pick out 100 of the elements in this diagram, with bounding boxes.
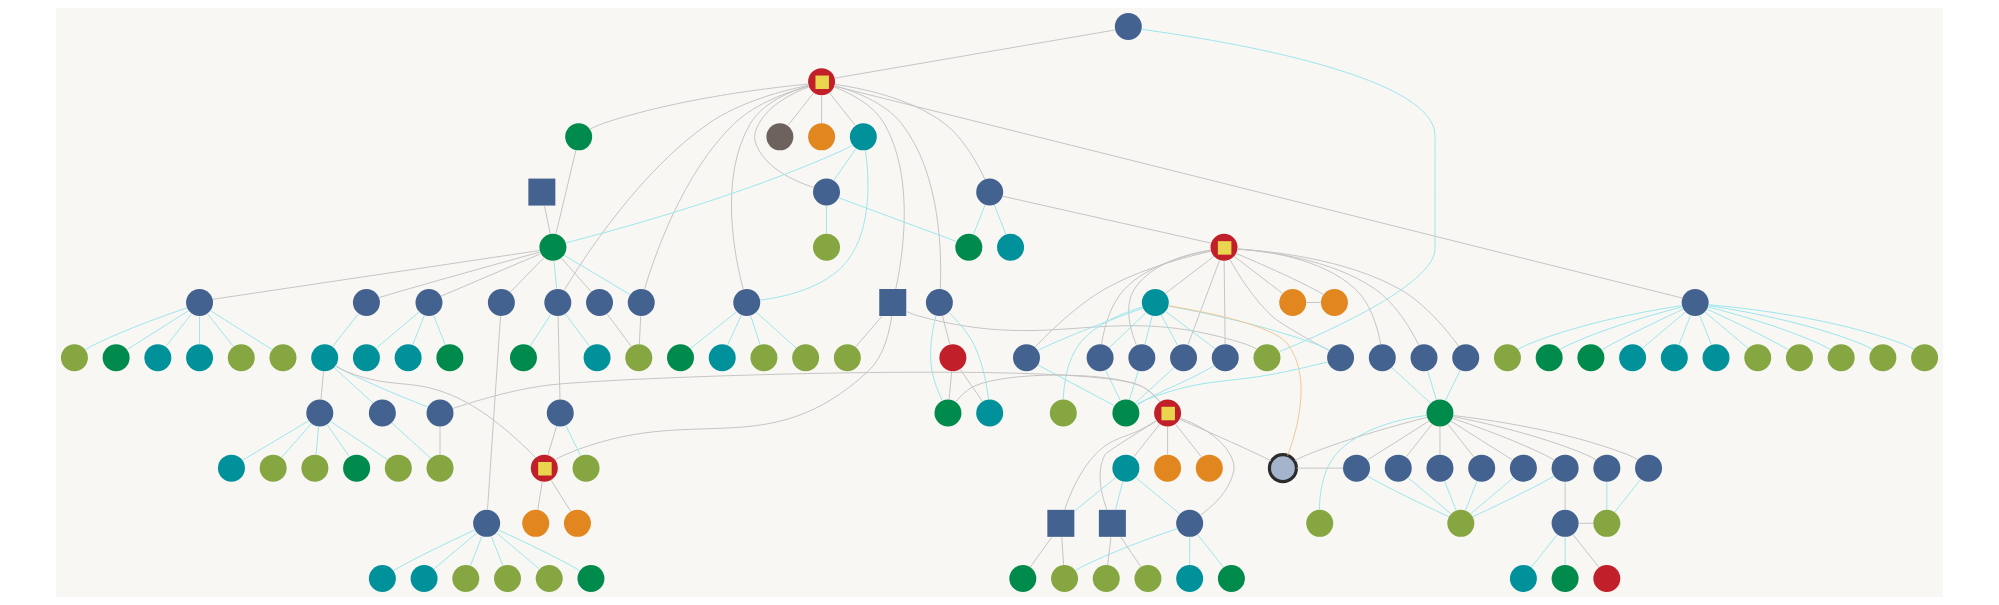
connector [1564, 536, 1566, 566]
node-circle [343, 454, 371, 482]
connector [1642, 311, 1686, 349]
node-circle [352, 344, 380, 372]
node-circle [565, 123, 593, 151]
node-circle [813, 178, 840, 206]
node-circle [452, 565, 480, 593]
connector [1034, 250, 1212, 348]
node-circle [1279, 289, 1307, 316]
node-circle [217, 454, 245, 482]
node-circle [1112, 399, 1140, 427]
connector [1405, 423, 1433, 458]
connector [84, 307, 188, 351]
node-circle [259, 454, 287, 482]
connector [555, 150, 577, 235]
connector [787, 92, 815, 126]
connector [509, 257, 545, 293]
node-circle [1493, 344, 1521, 372]
connector [378, 251, 541, 298]
node-circle [1306, 509, 1334, 537]
node-circle [1170, 344, 1198, 372]
node-circle [473, 509, 501, 537]
connector [690, 311, 737, 349]
node-circle [976, 178, 1004, 206]
node-circle [306, 399, 334, 427]
connector [855, 316, 883, 348]
node-circle [1092, 565, 1120, 593]
connector [750, 315, 761, 346]
node-circle [1253, 344, 1281, 372]
node-circle [1869, 344, 1897, 372]
node-circle [426, 454, 454, 482]
node-circle [301, 454, 329, 482]
connector [440, 253, 542, 297]
connector [1450, 420, 1513, 461]
connector [1189, 536, 1191, 566]
connector [554, 315, 893, 461]
connector [1099, 420, 1157, 511]
connector [1614, 479, 1641, 513]
connector [1064, 420, 1157, 511]
connector [1367, 475, 1450, 518]
connector [948, 370, 953, 400]
connector [1165, 255, 1215, 294]
connector [1237, 248, 1382, 345]
connector [281, 423, 312, 458]
connector [1707, 306, 1831, 350]
node-circle [577, 565, 605, 593]
connector [391, 422, 432, 459]
connector [1120, 536, 1142, 568]
connector [1197, 534, 1224, 568]
node-circle [1827, 344, 1855, 372]
connector [1294, 416, 1428, 461]
node-circle [1154, 399, 1182, 427]
connector [553, 260, 558, 290]
connector [334, 365, 536, 458]
connector [207, 313, 234, 347]
connector [537, 481, 543, 511]
node-circle [667, 344, 694, 372]
node-circle [1176, 565, 1204, 593]
node-circle [925, 289, 953, 316]
connector [959, 369, 983, 402]
node-circle [572, 454, 600, 482]
node-circle [1217, 565, 1245, 593]
connector [1601, 308, 1684, 351]
connector [452, 371, 1161, 409]
node-circle [1051, 565, 1078, 593]
node-box [879, 289, 907, 316]
connector [1115, 481, 1124, 511]
connector [335, 365, 429, 408]
connector [1187, 260, 1221, 346]
node-circle [1702, 344, 1730, 372]
connector [829, 92, 856, 126]
node-circle [1320, 289, 1348, 316]
node-circle [1009, 565, 1037, 593]
node-circle [976, 399, 1004, 427]
connector [834, 85, 942, 290]
connector [1699, 314, 1712, 346]
connector [1062, 306, 1143, 400]
node-circle [1593, 565, 1621, 593]
connector [126, 310, 190, 350]
connector [1134, 367, 1175, 404]
connector [563, 84, 809, 291]
node-circle [583, 344, 611, 372]
connector [1136, 361, 1329, 405]
node-circle [311, 344, 339, 372]
node-circle [102, 344, 130, 372]
connector [1107, 536, 1112, 566]
node-circle [1660, 344, 1688, 372]
connector [1464, 480, 1478, 511]
node-circle [733, 289, 761, 316]
connector [560, 257, 592, 293]
node-circle [410, 565, 438, 593]
connector [833, 86, 905, 290]
node-circle [808, 68, 836, 96]
node-circle [1577, 344, 1605, 372]
connector [550, 479, 572, 512]
node-circle [1049, 399, 1077, 427]
node-circle [750, 344, 778, 372]
connector [1391, 367, 1432, 404]
connector [212, 250, 540, 300]
node-circle [1426, 454, 1454, 482]
